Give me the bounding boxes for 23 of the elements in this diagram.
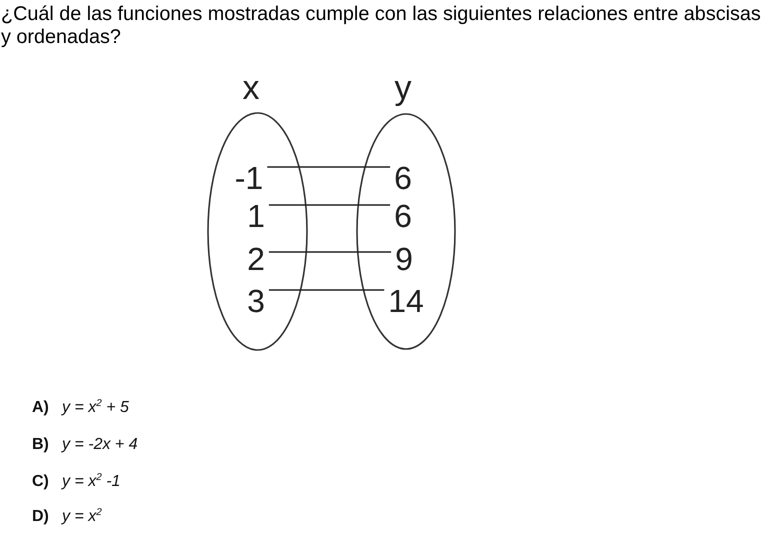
formula-text: y = -2x + 4	[62, 436, 138, 454]
option-letter: A)	[32, 399, 49, 417]
set-label: y	[394, 71, 412, 105]
formula-text: y = x$^{2}$ -1	[62, 473, 120, 491]
set-label: x	[242, 71, 260, 105]
element-value: 1	[243, 200, 269, 232]
formula-text: y = x$^{2}$ + 5	[62, 399, 129, 417]
element-value: 14	[384, 285, 428, 317]
element-value: 6	[390, 200, 416, 232]
connector-line	[267, 166, 390, 168]
option-letter: C)	[32, 473, 49, 491]
connector-line	[268, 204, 390, 206]
formula-text: y = x$^{2}$	[62, 508, 102, 526]
element-value: 6	[390, 162, 416, 194]
element-value: 3	[243, 285, 269, 317]
element-value: 2	[243, 243, 269, 275]
option-letter: B)	[32, 436, 49, 454]
option-letter: D)	[32, 508, 49, 526]
element-value: 9	[391, 243, 417, 275]
element-value: -1	[230, 162, 268, 194]
connector-line	[268, 251, 392, 253]
connector-line	[268, 289, 384, 291]
question-text: ¿Cuál de las funciones mostradas cumple con las siguientes relaciones entre abscisas y ordenadas?	[1, 3, 762, 49]
